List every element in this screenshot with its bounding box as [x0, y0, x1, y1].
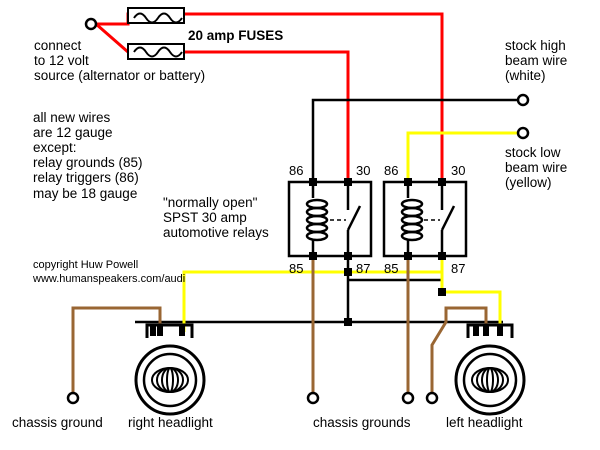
junction-dots [344, 268, 446, 326]
fuse-bottom [127, 43, 185, 60]
left-relay-pin-30: 30 [356, 163, 371, 178]
right-headlight-icon [134, 323, 206, 416]
copyright-notice: copyright Huw Powell www.humanspeakers.c… [33, 259, 186, 285]
right-relay-pin-86: 86 [384, 163, 399, 178]
left-headlight-icon [454, 323, 526, 416]
left-relay-pin-85: 85 [289, 261, 304, 276]
terminal-rings [66, 93, 530, 405]
relay-description: "normally open" SPST 30 amp automotive r… [163, 195, 269, 241]
low-beam-label: stock low beam wire (yellow) [505, 145, 568, 191]
fuses-label: 20 amp FUSES [188, 28, 284, 43]
source-label: connect to 12 volt source (alternator or… [34, 38, 206, 84]
ground-wires [71, 256, 488, 393]
gauge-notes: all new wires are 12 gauge except: relay… [33, 110, 143, 201]
source-terminal [84, 17, 98, 31]
right-headlight-label: right headlight [128, 415, 213, 430]
left-headlight-label: left headlight [446, 415, 523, 430]
signal-wires [182, 131, 518, 332]
left-relay-pin-86: 86 [289, 163, 304, 178]
chassis-ground-label: chassis ground [12, 415, 103, 430]
left-relay-pin-87: 87 [356, 261, 371, 276]
right-relay-pin-30: 30 [451, 163, 466, 178]
chassis-grounds-label: chassis grounds [313, 415, 411, 430]
relay-right [382, 178, 468, 260]
fuse-top [127, 7, 185, 24]
right-relay-pin-85: 85 [384, 261, 399, 276]
high-beam-label: stock high beam wire (white) [505, 38, 568, 84]
relay-left [287, 178, 373, 260]
right-relay-pin-87: 87 [451, 261, 466, 276]
